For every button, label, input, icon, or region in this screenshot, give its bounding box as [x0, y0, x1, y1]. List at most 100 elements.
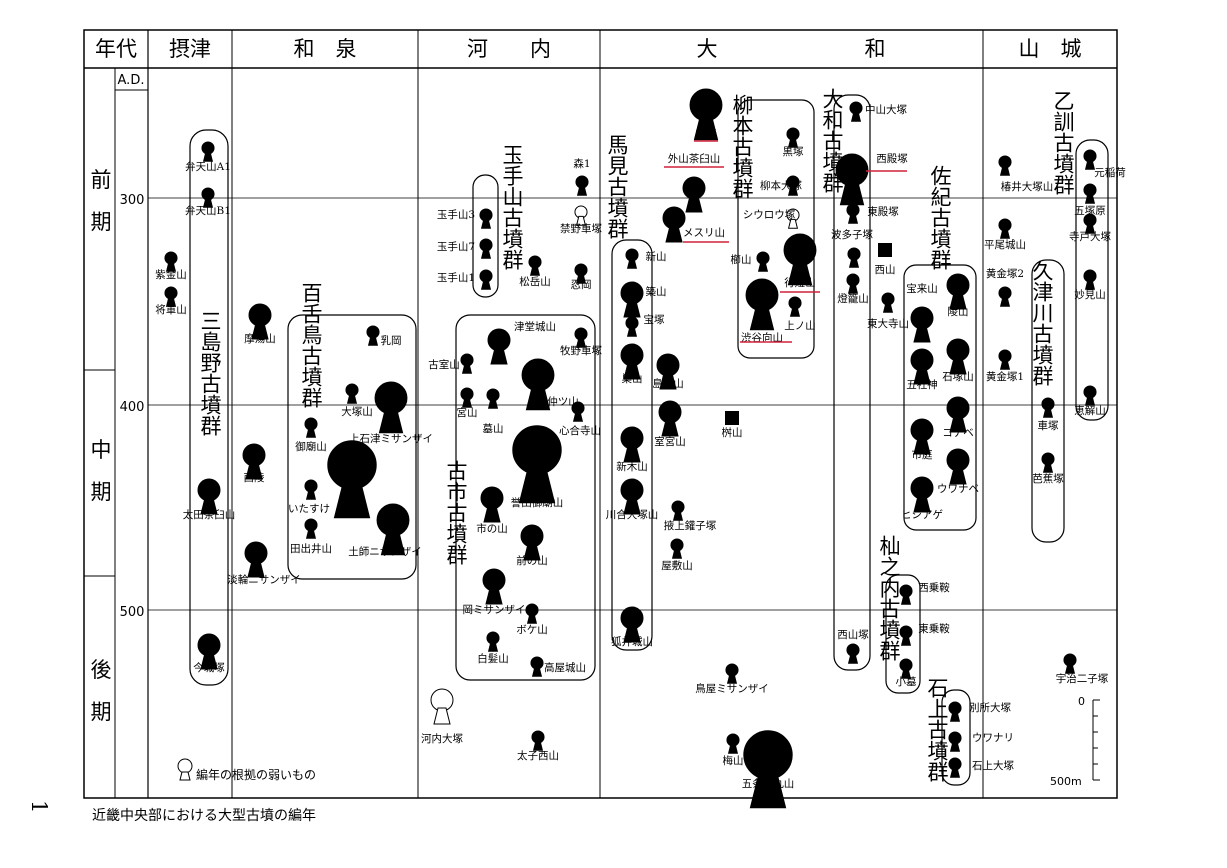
tomb-label: 東大寺山 [867, 317, 909, 330]
keyhole-mound-front-icon [378, 409, 404, 434]
tomb-label: 屋敷山 [661, 559, 693, 572]
keyhole-mound-front-icon [480, 279, 492, 290]
ad-label: A.D. [118, 73, 145, 88]
tomb-label: 市の山 [476, 522, 508, 535]
tomb-8eca585a: 車塚 [1038, 397, 1059, 432]
tomb-label: 鳥屋ミサンザイ [695, 682, 769, 695]
keyhole-mound-front-icon [305, 427, 317, 438]
keyhole-mound-front-icon [913, 325, 931, 343]
tomb-label: 陵山 [948, 306, 969, 318]
tomb-9ad85c4b57ce5c71: 高屋城山 [530, 656, 586, 677]
tomb-693f4e955927585a5c71: 椿井大塚山 [998, 155, 1053, 193]
tomb-7389624b5c7137: 玉手山7 [437, 238, 493, 259]
tomb-label: コナベ [942, 427, 974, 439]
keyhole-mound-front-icon [848, 257, 860, 268]
tomb-label: 箸墓 [696, 127, 717, 140]
group-kutsukawa: 久津川古墳群 [1030, 260, 1054, 386]
tomb-markers: 弁天山A1弁天山B1紫金山将軍山今城塚太田茶臼山淡輪ニサンザイ西陵摩湯山乳岡大塚… [155, 88, 1126, 809]
keyhole-mound-front-icon [572, 411, 584, 422]
keyhole-mound-front-icon [671, 548, 683, 559]
keyhole-mound-front-icon [665, 225, 683, 243]
tomb-5927585a5c71: 大塚山 [341, 383, 373, 418]
keyhole-mound-front-icon [693, 116, 719, 141]
tomb-9ce55c4b30df30b530f330b630a4: 鳥屋ミサンザイ [695, 663, 769, 695]
tomb-3044305f30593051: いたすけ [288, 479, 330, 515]
tomb-5cf6306e5c71: 島の山 [652, 353, 684, 390]
tomb-label: 外山茶臼山 [668, 152, 721, 165]
tomb-5de35c71: 巣山 [620, 343, 644, 385]
tomb-6ce2591a5b50585a: 波多子塚 [831, 228, 873, 268]
header-region-yamashiro: 山 城 [1019, 37, 1082, 61]
tomb-4e0a30ce5c71: 上ノ山 [784, 296, 816, 332]
tomb-label: 乳岡 [381, 334, 402, 347]
tomb-5c4b65775c71: 屋敷山 [661, 538, 693, 572]
keyhole-mound-front-icon [623, 300, 641, 318]
tomb-5ba45bae5c71: 室宮山 [654, 400, 686, 448]
keyhole-mound-front-icon [1042, 462, 1054, 473]
group-mishimano: 三島野古墳群 [198, 310, 222, 436]
tomb-4ef230c45c71: 仲ツ山 [521, 358, 579, 411]
tomb-30e130b930ea5c71: メスリ山 [662, 206, 725, 243]
tomb-label: 黄金塚2 [986, 267, 1024, 280]
tomb-label: 忍岡 [571, 279, 592, 291]
tomb-53e45ba45c71: 古室山 [428, 353, 474, 374]
tomb-label: 燈籠山 [837, 292, 869, 305]
tomb-4eca57ce585a: 今城塚 [193, 633, 225, 674]
tomb-label: 西陵 [244, 472, 265, 484]
tomb-label: 大仙陵 [336, 503, 368, 516]
keyhole-mound-front-icon [200, 497, 218, 515]
tomb-label: 上ノ山 [784, 320, 816, 332]
keyhole-mound-front-icon [247, 560, 265, 578]
keyhole-mound-front-icon [251, 322, 269, 340]
tomb-label: 五条野丸山 [742, 777, 795, 790]
keyhole-mound-front-icon [900, 635, 912, 646]
tomb-7bb85893: 箸墓 [689, 88, 723, 141]
tomb-label: 柳本大塚 [760, 179, 802, 192]
keyhole-mound-front-icon [847, 283, 859, 294]
tomb-label: 市庭 [912, 448, 933, 461]
keyhole-mound-front-icon [672, 510, 684, 521]
tomb-label: 掖上鑵子塚 [664, 519, 717, 532]
keyhole-mound-front-icon [757, 261, 769, 272]
keyhole-mound-front-icon [483, 505, 501, 523]
caption: 近畿中央部における大型古墳の編年 [92, 808, 316, 824]
keyhole-mound-front-icon [532, 740, 544, 751]
tomb-label: 西乗鞍 [918, 581, 950, 594]
tomb-label: 白髪山 [477, 652, 509, 665]
tomb-label: 淡輪ニサンザイ [227, 573, 301, 586]
tomb-label: 墓山 [483, 422, 504, 435]
tomb-label: 妙見山 [1074, 288, 1106, 301]
keyhole-mound-front-icon [626, 326, 638, 337]
tomb-522562405927585a: 別所大塚 [948, 701, 1011, 722]
keyhole-mound-front-icon [787, 137, 799, 148]
tomb-label: メスリ山 [683, 227, 725, 239]
tomb-592a7530833681fc5c71: 太田茶臼山 [183, 478, 235, 521]
tomb-5ddd54085927585a5c71: 川合大塚山 [606, 478, 658, 521]
tomb-label: 新山 [646, 250, 667, 263]
tomb-label: 波多子塚 [831, 228, 873, 241]
keyhole-mound-front-icon [789, 306, 801, 317]
keyhole-mound-front-icon [949, 741, 961, 752]
tomb-5999898b5c71: 妙見山 [1074, 269, 1106, 301]
keyhole-mound-front-icon [202, 151, 214, 162]
tomb-label: 心合寺山 [559, 424, 601, 437]
tomb-6adb5c71: 櫛山 [731, 251, 770, 272]
tomb-59274ed99675: 大仙陵 [327, 440, 377, 519]
keyhole-mound-front-icon [165, 296, 177, 307]
tomb-6de18f2a30cb30b530f330b630a4: 淡輪ニサンザイ [227, 541, 301, 586]
keyhole-mound-front-icon [623, 497, 641, 515]
tomb-30dc30b15c71: ボケ山 [516, 603, 548, 636]
period-middle: 中 期 [88, 439, 112, 502]
group-otokuni: 乙訓古墳群 [1051, 90, 1075, 195]
tomb-30a630ef30ca30ea: ウワナリ [948, 731, 1014, 752]
keyhole-mound-front-icon [367, 335, 379, 346]
tomb-label: 高屋城山 [544, 661, 586, 674]
tomb-65b067285c71: 新木山 [616, 426, 648, 473]
tomb-label: 仲ツ山 [547, 395, 579, 408]
tomb-51437a328377: 元稲荷 [1083, 149, 1126, 179]
keyhole-mound-front-icon [949, 357, 967, 375]
tomb-9ec491d1585a32: 黄金塚2 [986, 267, 1024, 307]
tomb-30b330ca30d9: コナベ [942, 396, 974, 439]
tomb-label: 将軍山 [155, 304, 187, 316]
